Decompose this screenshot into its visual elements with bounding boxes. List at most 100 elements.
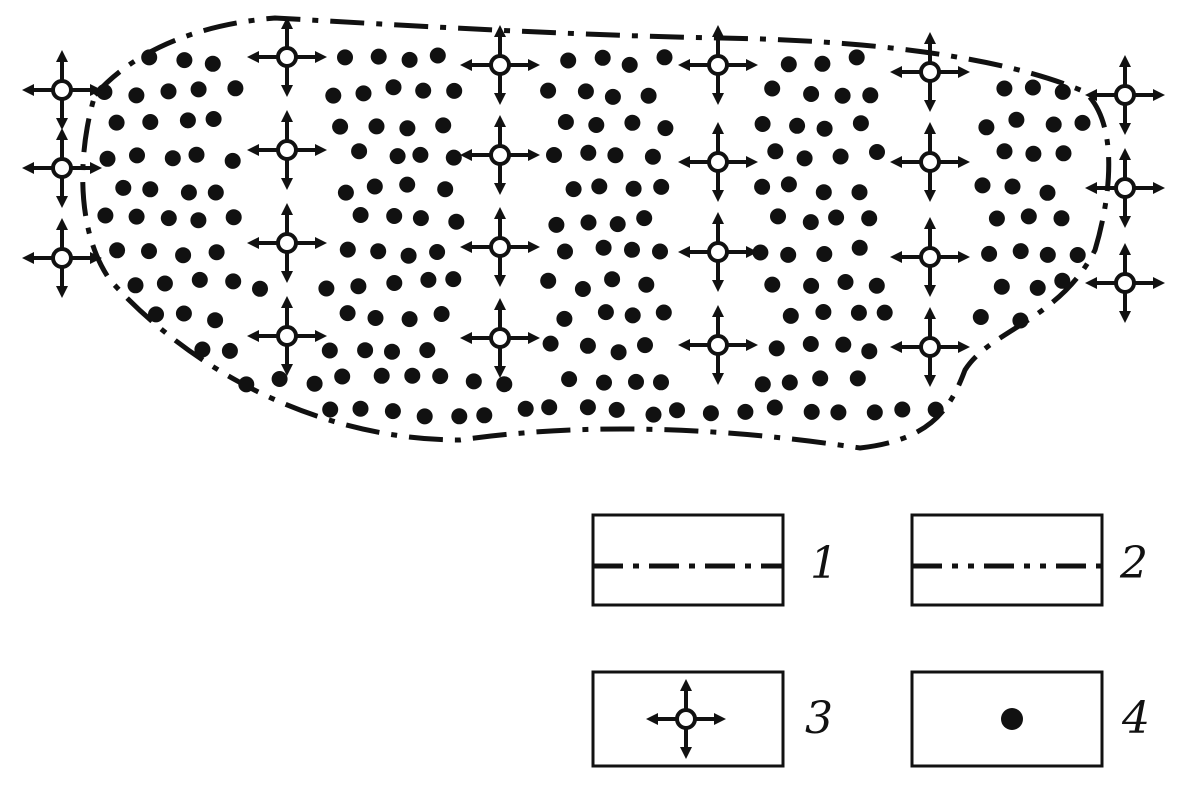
production-well-dot [435, 117, 452, 134]
injection-well-icon [20, 126, 104, 210]
production-well-dot [318, 280, 335, 297]
production-well-dot [608, 401, 625, 418]
production-well-dot [370, 48, 387, 65]
production-well-dot [981, 245, 998, 262]
production-well-dot [448, 213, 465, 230]
production-well-dot [557, 243, 573, 260]
injection-well-icon [888, 120, 972, 204]
production-well-dot [540, 82, 557, 99]
production-well-dot [1053, 210, 1070, 227]
production-well-dot [764, 80, 781, 97]
production-well-dot [164, 150, 181, 167]
production-well-dot [597, 304, 614, 321]
production-well-dot [1024, 79, 1041, 96]
injection-well-icon [676, 120, 760, 204]
production-well-dot [546, 147, 562, 163]
production-well-dot [580, 144, 597, 161]
production-well-dot [780, 56, 797, 73]
production-well-dot [1039, 184, 1056, 201]
production-well-dot [109, 242, 126, 259]
injection-well-icon [1083, 146, 1167, 230]
production-well-dot [355, 85, 372, 102]
production-well-dot [894, 401, 911, 418]
production-well-dot [828, 209, 845, 226]
production-well-dot [476, 407, 493, 424]
production-well-dot [656, 49, 673, 66]
production-well-dot [337, 49, 353, 66]
production-well-dot [548, 216, 565, 233]
production-well-dot [996, 80, 1013, 97]
production-well-dot [754, 376, 771, 393]
production-well-dot [399, 120, 416, 137]
production-well-dot [644, 148, 661, 165]
production-well-dot [175, 247, 192, 264]
production-well-dot [160, 83, 177, 100]
production-well-dot [339, 305, 356, 322]
production-well-dot [180, 184, 197, 201]
production-well-dot [754, 116, 771, 132]
injection-well-icon [458, 296, 542, 380]
production-well-dot [636, 210, 653, 227]
production-well-dot [851, 239, 868, 256]
production-well-dot [141, 243, 157, 260]
production-well-dot [190, 81, 207, 98]
production-well-dot [1025, 145, 1042, 162]
production-well-dot [767, 143, 784, 160]
production-well-dot [306, 375, 323, 392]
production-well-dot [96, 84, 113, 100]
production-well-dot [816, 120, 833, 137]
production-well-dot [429, 47, 446, 64]
production-well-dot [862, 87, 879, 104]
production-well-dot [702, 405, 719, 422]
injection-well-icon [245, 108, 329, 192]
production-well-dot [429, 244, 446, 260]
production-well-dot [238, 376, 255, 393]
production-well-dot [866, 404, 883, 421]
production-well-dot [445, 149, 462, 166]
production-well-dot [993, 278, 1010, 295]
production-well-dot [321, 342, 338, 359]
production-well-dot [556, 310, 573, 327]
production-well-dot [789, 117, 806, 134]
production-well-dot [97, 207, 114, 224]
production-well-dot [1054, 272, 1071, 289]
production-well-dot [978, 119, 995, 136]
production-well-dot [401, 51, 418, 68]
production-well-dot [655, 304, 672, 321]
production-well-dot [861, 210, 878, 227]
production-well-dot [816, 246, 833, 262]
production-well-dot [604, 271, 621, 288]
production-well-dot [974, 177, 991, 194]
production-well-dot [225, 273, 242, 290]
production-well-dot [574, 281, 591, 297]
production-well-dot [432, 368, 449, 385]
injection-well-icon [245, 294, 329, 378]
production-well-dot [224, 152, 241, 169]
production-well-dot [221, 342, 238, 359]
production-well-dot [204, 55, 221, 72]
production-well-dot [445, 271, 462, 288]
legend-box-2 [910, 513, 1104, 607]
production-well-dot [766, 399, 783, 416]
production-well-dot [352, 400, 369, 417]
production-well-dot [368, 118, 385, 135]
production-well-dot [1039, 246, 1056, 263]
production-well-dot [156, 275, 173, 292]
production-well-dot [367, 310, 384, 326]
production-well-dot [401, 311, 418, 328]
legend-label-1: 1 [810, 538, 838, 589]
production-well-dot [780, 246, 797, 263]
production-well-dot [1029, 279, 1046, 296]
injection-well-icon [458, 205, 542, 289]
production-well-dot [207, 312, 224, 329]
production-well-dot [770, 208, 786, 225]
production-well-dot [386, 208, 403, 224]
production-well-dot [834, 87, 851, 104]
production-well-dot [148, 306, 164, 323]
production-well-dot [1020, 208, 1037, 225]
production-well-dot [128, 208, 145, 225]
production-well-dot [837, 274, 854, 290]
production-well-dot [128, 87, 145, 104]
production-well-dot [815, 184, 832, 201]
